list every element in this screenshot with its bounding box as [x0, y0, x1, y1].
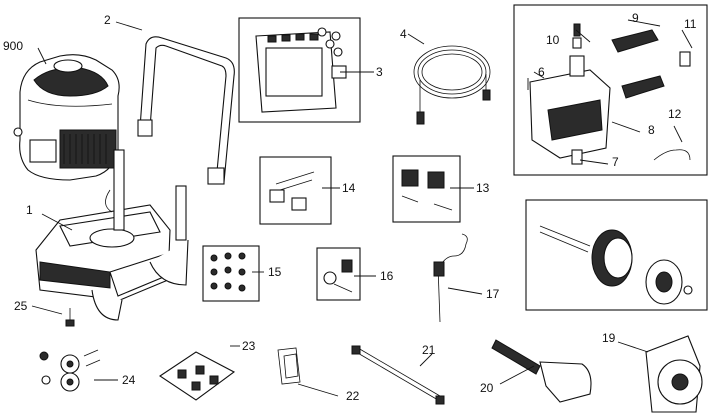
pump-icon [513, 4, 708, 176]
hose-icon [413, 45, 491, 125]
callout-10: 10 [546, 33, 560, 47]
hardware-16 [316, 247, 361, 301]
handle-icon [137, 36, 235, 185]
callout-24: 24 [122, 373, 136, 387]
callout-21: 21 [422, 343, 436, 357]
callout-12: 12 [668, 107, 682, 121]
callout-4: 4 [400, 27, 407, 41]
bolt-25-icon [65, 308, 75, 327]
callout-3: 3 [376, 65, 383, 79]
wheel-icon [525, 199, 708, 311]
siphon-tube-icon [433, 233, 468, 323]
callout-15: 15 [268, 265, 282, 279]
hose-reel-icon [645, 335, 703, 413]
spray-wand-icon [491, 339, 592, 403]
callout-14: 14 [342, 181, 356, 195]
bracket-kit-icon [159, 351, 236, 401]
control-panel-icon [238, 17, 361, 123]
hardware-14 [259, 156, 332, 225]
callout-labels: 900 1 2 3 4 6 7 8 9 10 11 12 13 14 15 16… [3, 11, 697, 403]
callout-22: 22 [346, 389, 360, 403]
callout-17: 17 [486, 287, 500, 301]
callout-11: 11 [684, 17, 697, 31]
callout-6: 6 [538, 65, 545, 79]
extension-lance-icon [351, 345, 445, 405]
hardware-15 [202, 245, 260, 302]
callout-19: 19 [602, 331, 616, 345]
engine-icon [13, 54, 120, 181]
callout-16: 16 [380, 269, 394, 283]
leader-lines [31, 19, 693, 397]
callout-9: 9 [632, 11, 639, 25]
callout-2: 2 [104, 13, 111, 27]
callout-8: 8 [648, 123, 655, 137]
callout-13: 13 [476, 181, 490, 195]
holder-icon [277, 347, 301, 385]
callout-900: 900 [3, 39, 23, 53]
hardware-13 [392, 155, 461, 223]
callout-25: 25 [14, 299, 28, 313]
callout-1: 1 [26, 203, 33, 217]
callout-20: 20 [480, 381, 494, 395]
callout-7: 7 [612, 155, 619, 169]
hardware-24 [39, 349, 101, 392]
callout-23: 23 [242, 339, 256, 353]
